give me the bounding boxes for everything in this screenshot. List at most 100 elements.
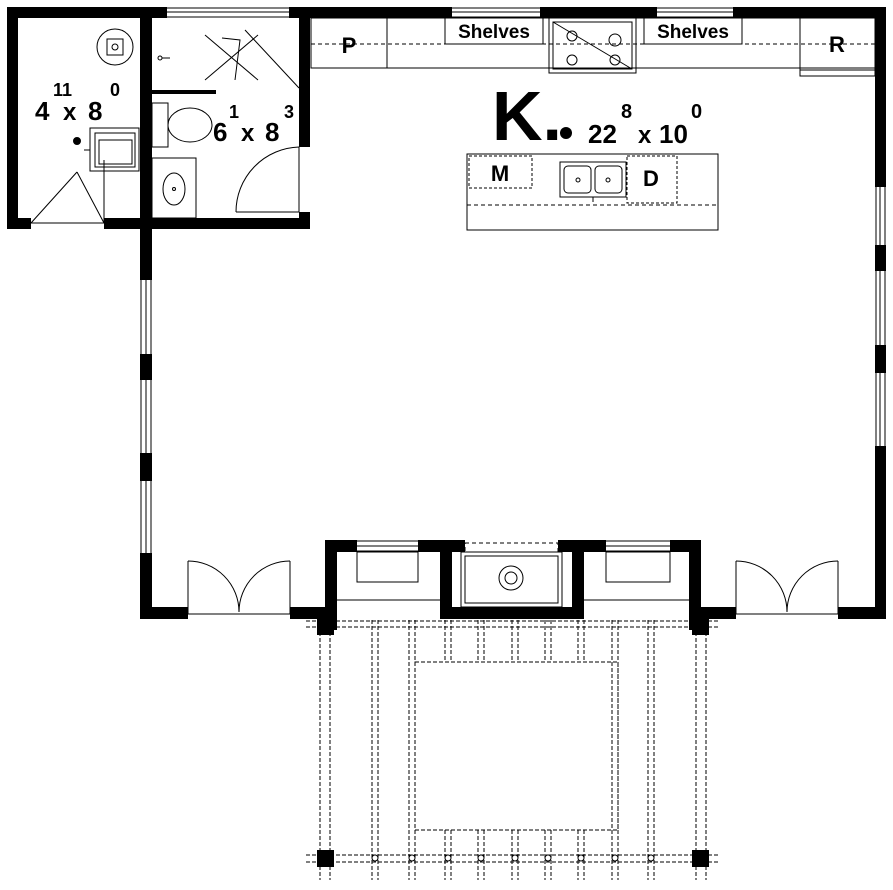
utility-width-ft: 4 xyxy=(35,96,50,126)
wall-top-4 xyxy=(733,7,886,18)
shelves-box-right xyxy=(643,17,743,45)
window-right-2 xyxy=(875,271,886,345)
wall-bottom-utility-a xyxy=(7,218,31,229)
range-cooktop[interactable] xyxy=(548,17,637,74)
microwave-label: M xyxy=(491,161,509,186)
bath-vanity[interactable] xyxy=(151,157,197,219)
bath-depth-ft: 8 xyxy=(265,117,279,147)
text-labels: P R Shelves Shelves M D K. 22 8 x 10 0 6… xyxy=(35,22,845,191)
wall-bottom-right-a xyxy=(690,607,736,619)
utility-depth-ft: 8 xyxy=(88,96,102,126)
dishwasher-box[interactable] xyxy=(626,155,678,204)
wall-left-kitchen-4 xyxy=(140,553,152,619)
wall-right-2 xyxy=(875,245,886,271)
pantry-box[interactable] xyxy=(310,17,388,69)
pergola-bolts xyxy=(371,854,655,862)
kitchen-width-ft: 22 xyxy=(588,119,617,149)
door-right-double xyxy=(735,560,839,615)
bump-out-fixtures xyxy=(337,542,689,608)
bath-times: x xyxy=(241,120,255,147)
window-top-left xyxy=(452,7,540,18)
door-bath xyxy=(235,146,300,213)
wall-bath-right-bottom xyxy=(299,212,310,229)
door-left-double xyxy=(187,560,291,615)
fireplace[interactable] xyxy=(460,542,563,608)
shower[interactable] xyxy=(157,29,300,89)
wall-right-3 xyxy=(875,345,886,373)
bath-fixtures xyxy=(151,29,300,219)
kitchen-label-dot xyxy=(560,127,572,139)
kitchen-times: x xyxy=(638,122,652,149)
microwave-box[interactable] xyxy=(468,155,533,189)
pantry-label: P xyxy=(342,33,357,58)
bump-bottom-mid xyxy=(440,607,584,619)
window-left-1 xyxy=(140,280,152,354)
kitchen-room-letter: K. xyxy=(492,77,562,155)
shelves-box-left xyxy=(444,17,544,45)
wall-left-kitchen-1 xyxy=(140,7,152,280)
wall-bottom-right xyxy=(838,607,886,619)
pergola-post-br xyxy=(692,850,709,867)
bath-depth-in: 3 xyxy=(284,102,294,122)
wall-top-2 xyxy=(289,7,452,18)
wall-left-kitchen-3 xyxy=(140,453,152,481)
windows xyxy=(140,7,886,553)
wall-bottom-utility-b xyxy=(104,218,144,229)
kitchen-island xyxy=(466,153,719,231)
bump-right-post xyxy=(689,540,701,630)
bump-top-left xyxy=(325,540,357,552)
shelves-label-right: Shelves xyxy=(657,22,729,43)
window-top-right xyxy=(657,7,733,18)
kitchen-depth-in: 0 xyxy=(691,101,702,123)
window-top-bath xyxy=(167,7,289,18)
bump-mid-right xyxy=(572,540,584,619)
window-right-1 xyxy=(875,187,886,245)
wall-left-kitchen-2 xyxy=(140,354,152,380)
utility-width-in: 11 xyxy=(53,80,72,100)
window-bump-left xyxy=(357,540,418,552)
window-bump-right xyxy=(606,540,670,552)
doors xyxy=(30,146,839,615)
dishwasher-label: D xyxy=(643,166,659,191)
window-right-3 xyxy=(875,373,886,446)
kitchen-width-in: 8 xyxy=(621,101,632,123)
utility-times: x xyxy=(63,99,77,126)
pergola-post-bl xyxy=(317,850,334,867)
back-counter xyxy=(310,17,876,69)
wall-top-3 xyxy=(540,7,657,18)
refrigerator-label: R xyxy=(829,32,845,57)
toilet[interactable] xyxy=(151,102,213,148)
kitchen-depth-ft: 10 xyxy=(659,119,688,149)
utility-fixtures xyxy=(73,28,140,172)
kitchen-counters xyxy=(310,17,876,231)
floor-drain-dot xyxy=(73,137,81,145)
wall-top-1 xyxy=(7,7,167,18)
door-utility xyxy=(30,160,105,224)
water-heater[interactable] xyxy=(96,28,134,66)
wall-bottom-bath xyxy=(144,218,310,229)
utility-sink[interactable] xyxy=(84,127,140,172)
pergola xyxy=(306,620,720,880)
wall-shower xyxy=(152,90,216,94)
kitchen-sink[interactable] xyxy=(559,161,627,202)
shelves-label-left: Shelves xyxy=(458,22,530,43)
wall-bath-right-top xyxy=(299,7,310,147)
wall-right-4 xyxy=(875,446,886,619)
utility-depth-in: 0 xyxy=(110,80,120,100)
wall-bottom-left-b xyxy=(290,607,336,619)
window-left-2 xyxy=(140,380,152,453)
bench-right xyxy=(605,551,671,583)
bath-width-ft: 6 xyxy=(213,117,227,147)
bench-left xyxy=(356,551,419,583)
wall-left-utility xyxy=(7,7,18,229)
bump-top-mid-b xyxy=(558,540,606,552)
wall-right-1 xyxy=(875,7,886,187)
bump-left-post xyxy=(325,540,337,630)
bath-width-in: 1 xyxy=(229,102,239,122)
bump-mid-left xyxy=(440,540,452,619)
refrigerator-box[interactable] xyxy=(799,17,876,77)
wall-bottom-left xyxy=(140,607,188,619)
window-left-3 xyxy=(140,481,152,553)
pergola-rafters xyxy=(371,620,655,880)
